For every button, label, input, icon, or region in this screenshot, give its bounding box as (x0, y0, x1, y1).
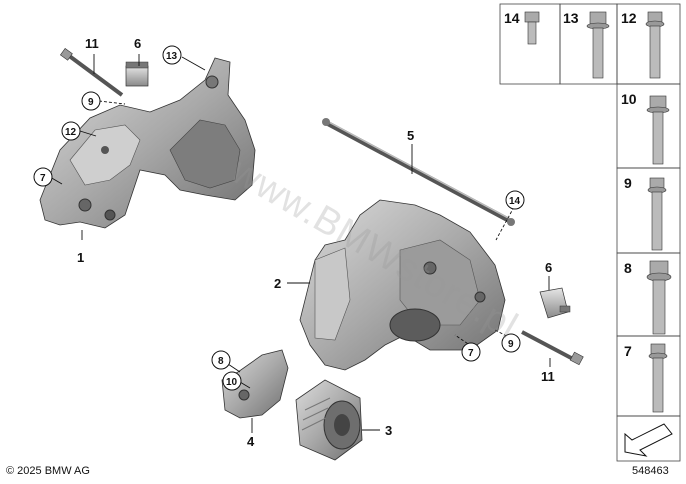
callout-13-circle: 13 (162, 45, 182, 65)
callout-5: 5 (407, 128, 414, 143)
callout-9-circle-right: 9 (501, 333, 521, 353)
strut-bar-part-5 (322, 118, 515, 226)
svg-text:14: 14 (509, 196, 521, 207)
copyright-text: © 2025 BMW AG (6, 465, 90, 477)
callout-6-left: 6 (134, 36, 141, 51)
bolt-9-icon (647, 177, 667, 251)
callout-7-circle-left: 7 (33, 167, 53, 187)
callout-12-circle: 12 (61, 121, 81, 141)
callout-9-circle-left: 9 (81, 91, 101, 111)
fastener-panel-labels: 14 13 12 10 9 8 7 (504, 10, 637, 359)
rubber-mount-part-3 (295, 379, 363, 461)
callout-8-circle: 8 (211, 350, 231, 370)
svg-text:7: 7 (468, 348, 474, 359)
bolt-12-icon (645, 11, 665, 79)
svg-text:13: 13 (166, 51, 178, 62)
mount-clip-part-6-left (125, 61, 149, 87)
callout-labels: 1 11 6 5 2 6 11 4 3 (77, 36, 555, 449)
callout-6-right: 6 (545, 260, 552, 275)
direction-arrow-icon (624, 423, 673, 457)
long-bolt-part-11-right (521, 330, 584, 366)
callout-10-circle: 10 (222, 371, 242, 391)
mount-clip-part-6-right (539, 287, 571, 319)
svg-text:9: 9 (88, 97, 94, 108)
callout-7-circle-right: 7 (461, 342, 481, 362)
svg-text:7: 7 (40, 173, 46, 184)
bolt-13-icon (586, 11, 610, 79)
bolt-14-icon (524, 11, 540, 45)
bolt-8-icon (646, 260, 672, 335)
callout-3: 3 (385, 423, 392, 438)
svg-text:8: 8 (218, 356, 224, 367)
callout-11-right: 11 (541, 369, 555, 384)
callout-2: 2 (274, 276, 281, 291)
axle-carrier-part-2 (299, 199, 506, 371)
callout-1: 1 (77, 250, 84, 265)
panel-label-7: 7 (624, 343, 632, 359)
panel-label-10: 10 (621, 91, 637, 107)
fastener-images (524, 11, 672, 413)
small-bracket-part-4 (221, 349, 289, 419)
svg-text:10: 10 (226, 377, 238, 388)
diagram-number: 548463 (632, 465, 669, 477)
svg-text:9: 9 (508, 339, 514, 350)
bracket-assembly-part-1 (39, 57, 256, 229)
panel-label-12: 12 (621, 10, 637, 26)
callout-4: 4 (247, 434, 255, 449)
long-bolt-part-11-left (59, 47, 124, 97)
fastener-panel (499, 3, 681, 462)
bolt-10-icon (646, 95, 670, 165)
callout-11-left: 11 (85, 36, 99, 51)
bolt-7-icon (648, 343, 668, 413)
callout-14-circle: 14 (505, 190, 525, 210)
panel-label-8: 8 (624, 260, 632, 276)
panel-label-9: 9 (624, 175, 632, 191)
svg-text:12: 12 (65, 127, 77, 138)
panel-label-14: 14 (504, 10, 520, 26)
panel-label-13: 13 (563, 10, 579, 26)
circled-callouts: 13 9 12 7 14 9 7 8 (33, 45, 525, 391)
